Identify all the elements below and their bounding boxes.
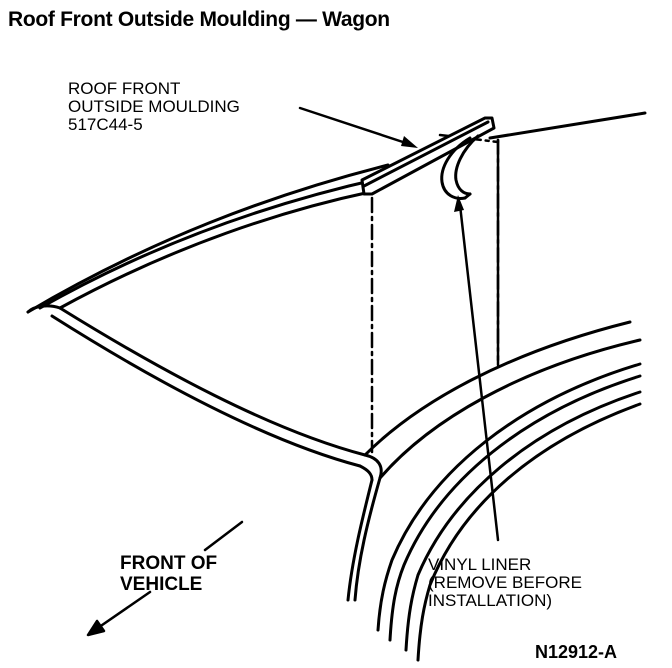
moulding-label-line2: OUTSIDE MOULDING: [68, 97, 240, 116]
vinyl-liner: [440, 134, 480, 200]
figure-id: N12912-A: [535, 642, 618, 662]
liner-label: VINYL LINER (REMOVE BEFORE INSTALLATION): [428, 556, 582, 610]
leader-lines: [298, 106, 500, 542]
moulding-part: [360, 116, 496, 196]
liner-label-line3: INSTALLATION): [428, 591, 553, 610]
liner-label-line2: (REMOVE BEFORE: [428, 573, 582, 592]
moulding-label-line1: ROOF FRONT: [68, 79, 181, 98]
page-title: Roof Front Outside Moulding — Wagon: [8, 8, 390, 31]
a-pillar: [346, 320, 642, 602]
roof-drip-rail: [26, 163, 394, 314]
front-label-line1: FRONT OF: [120, 553, 218, 574]
roof-top-line: [488, 111, 647, 140]
moulding-label: ROOF FRONT OUTSIDE MOULDING 517C44-5: [68, 80, 240, 134]
door-frame: [376, 362, 642, 662]
leader-arrowheads: [401, 136, 464, 212]
front-label-line2: VEHICLE: [120, 574, 203, 595]
windshield-opening: [50, 306, 383, 482]
front-arrow: [86, 520, 244, 637]
moulding-label-line3: 517C44-5: [68, 115, 143, 134]
liner-label-line1: VINYL LINER: [428, 555, 532, 574]
front-of-vehicle-label: FRONT OF VEHICLE: [120, 553, 217, 595]
